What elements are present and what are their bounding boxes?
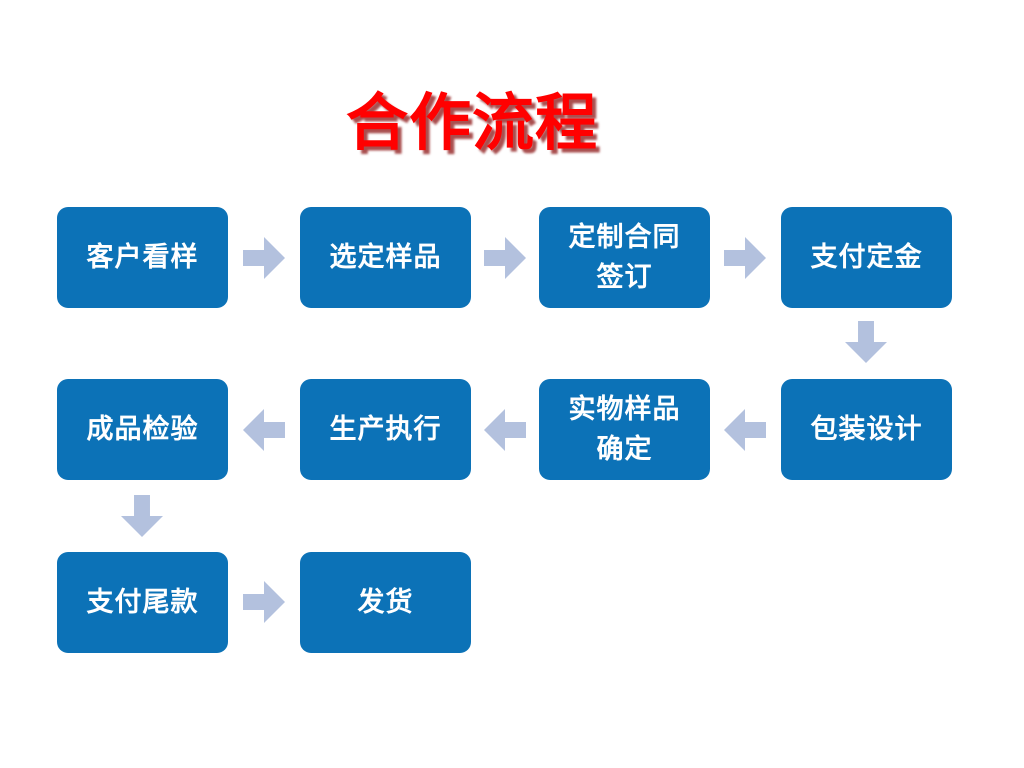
step-deposit-payment: 支付定金 [781,207,952,308]
arrow-down-icon [845,321,887,363]
page-title: 合作流程 [345,86,598,159]
step-production-execution: 生产执行 [300,379,471,480]
step-balance-payment: 支付尾款 [57,552,228,653]
step-sample-selection: 选定样品 [300,207,471,308]
step-physical-sample-confirmation: 实物样品 确定 [539,379,710,480]
arrow-left-icon [484,409,526,451]
arrow-right-icon [724,237,766,279]
arrow-right-icon [243,581,285,623]
arrow-right-icon [484,237,526,279]
step-contract-signing: 定制合同 签订 [539,207,710,308]
step-packaging-design: 包装设计 [781,379,952,480]
arrow-right-icon [243,237,285,279]
step-finished-product-inspection: 成品检验 [57,379,228,480]
arrow-down-icon [121,495,163,537]
step-customer-sample-viewing: 客户看样 [57,207,228,308]
step-shipment: 发货 [300,552,471,653]
arrow-left-icon [243,409,285,451]
arrow-left-icon [724,409,766,451]
